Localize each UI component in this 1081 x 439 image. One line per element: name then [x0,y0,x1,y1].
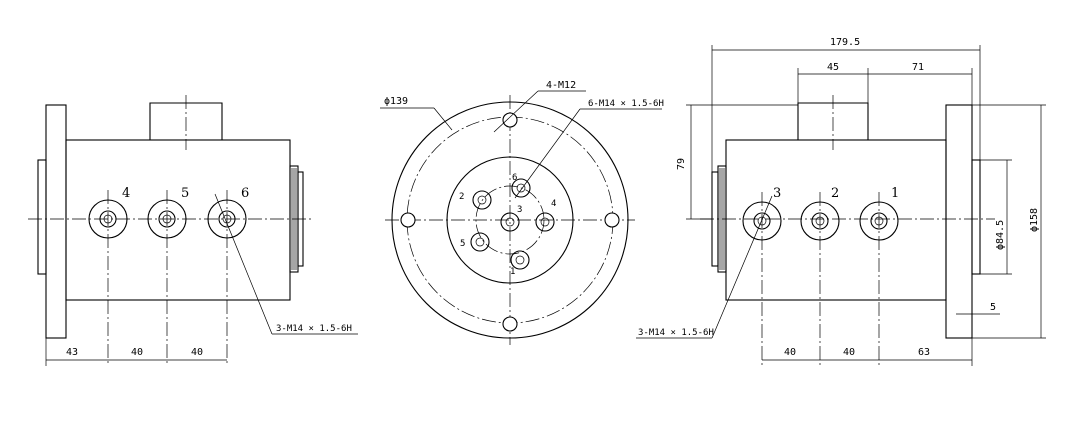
right-thread-callout: 3-M14 × 1.5-6H [638,328,714,338]
port-callout: 6-M14 × 1.5-6H [588,99,664,109]
center-port-label-2: 2 [459,192,464,202]
right-flange-boss [971,159,981,275]
dim-79: 79 [676,158,687,170]
center-port-1 [510,250,530,270]
right-port-3 [742,192,782,366]
right-port-label-1: 1 [891,186,899,201]
bolt-hole-left [400,212,416,228]
bolt-hole-top [502,112,518,128]
center-port-6 [511,178,531,198]
dim-45: 45 [827,62,839,73]
center-port-label-3: 3 [517,205,522,215]
center-port-label-5: 5 [460,239,465,249]
bolt-hole-right [604,212,620,228]
center-port-label-6: 6 [512,173,517,183]
right-dim-40a: 40 [784,347,796,358]
dim-71: 71 [912,62,924,73]
left-port-4 [88,190,128,365]
dim-dia-84-5: ϕ84.5 [995,220,1006,250]
left-port-label-4: 4 [122,186,130,201]
right-port-1 [859,192,899,366]
left-thread-callout: 3-M14 × 1.5-6H [276,324,352,334]
right-port-2 [800,192,840,366]
left-port-label-5: 5 [181,186,189,201]
center-port-2 [472,190,492,210]
center-port-label-4: 4 [551,199,556,209]
left-port-6 [207,190,247,365]
right-flange [945,104,973,339]
right-dim-63: 63 [918,347,930,358]
bolt-hole-bottom [502,316,518,332]
bolt-circle-dia-callout: ϕ139 [384,96,408,107]
dim-5: 5 [990,302,996,313]
center-port-5 [470,232,490,252]
right-body [725,139,947,301]
right-dim-40b: 40 [843,347,855,358]
left-dim-43: 43 [66,347,78,358]
left-flange [45,104,67,339]
right-thread-leader [711,195,773,339]
left-dim-40a: 40 [131,347,143,358]
center-end-view: 6 2 3 4 5 1 ϕ139 4-M12 6-M14 × 1.5-6H [380,80,664,345]
dim-overall-length: 179.5 [830,37,860,48]
right-side-view: 3 2 1 3-M14 × 1.5-6H 179.5 45 71 79 ϕ84.… [636,37,1046,366]
right-port-label-3: 3 [773,186,781,201]
left-port-5 [147,190,187,365]
center-port-label-1: 1 [510,267,515,277]
left-thread-leader [214,193,273,335]
dim-dia-158: ϕ158 [1029,208,1040,232]
bolt-callout: 4-M12 [546,80,576,91]
left-flange-boss [37,159,47,275]
left-dim-40b: 40 [191,347,203,358]
center-port-4 [535,212,555,232]
left-port-label-6: 6 [241,186,249,201]
right-port-label-2: 2 [831,186,839,201]
left-side-view: 4 5 6 3-M14 × 1.5-6H 43 40 40 [28,95,358,366]
center-port-3 [500,212,520,232]
